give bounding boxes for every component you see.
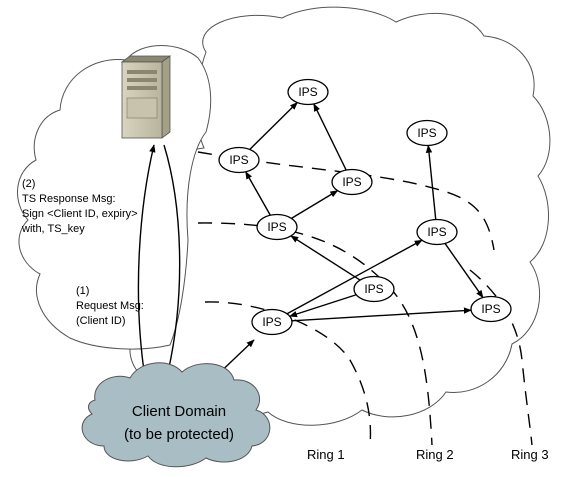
ips-node-shape bbox=[331, 168, 373, 196]
client-domain-title: Client Domain bbox=[131, 403, 227, 420]
ips-node: IPS bbox=[287, 78, 329, 106]
client-domain-cloud bbox=[81, 362, 271, 468]
request-arrow bbox=[137, 144, 156, 379]
request-line-1: (1) bbox=[76, 285, 90, 297]
ips-node-label: IPS bbox=[267, 220, 286, 234]
ips-node: IPS bbox=[251, 308, 293, 336]
client-domain-label: Client Domain (to be protected) bbox=[104, 400, 254, 446]
ring-2-label: Ring 2 bbox=[416, 447, 454, 462]
ips-node: IPS bbox=[256, 213, 298, 241]
ips-edge-n2-n1 bbox=[249, 101, 298, 150]
ips-edge-n4-n2 bbox=[245, 171, 271, 216]
ips-node: IPS bbox=[353, 275, 395, 303]
ips-node-shape bbox=[287, 78, 329, 106]
ips-node-shape bbox=[256, 213, 298, 241]
ips-node-label: IPS bbox=[364, 282, 383, 296]
ring-4-curve bbox=[469, 269, 533, 446]
ips-edge-n4-n3 bbox=[291, 190, 339, 219]
response-line-1: (2) bbox=[22, 178, 36, 190]
ips-edge-n8-n9 bbox=[291, 307, 472, 322]
client-domain-subtitle: (to be protected) bbox=[123, 426, 235, 443]
ips-edge-n6-n9 bbox=[444, 243, 484, 299]
response-line-2: TS Response Msg: bbox=[22, 193, 116, 205]
ips-edge-n8-n6 bbox=[286, 239, 423, 315]
ips-nodes: IPS IPS IPS IPS IPS IPS IPS IPS IPS bbox=[218, 78, 512, 336]
ring-3-curve bbox=[204, 301, 372, 446]
ips-edge-n7-n4 bbox=[290, 235, 361, 281]
ips-edge-n3-n1 bbox=[313, 103, 347, 171]
ips-edge-n7-n8 bbox=[289, 294, 357, 318]
ips-node-shape bbox=[416, 218, 458, 246]
response-arrow bbox=[163, 144, 181, 373]
ips-node-shape bbox=[470, 295, 512, 323]
ips-node: IPS bbox=[406, 119, 448, 147]
ips-node: IPS bbox=[218, 146, 260, 174]
ips-node-shape bbox=[218, 146, 260, 174]
request-line-3: (Client ID) bbox=[76, 315, 126, 327]
ts-response-annotation: (2) TS Response Msg: Sign <Client ID, ex… bbox=[22, 177, 138, 237]
request-line-2: Request Msg: bbox=[76, 300, 144, 312]
ips-node: IPS bbox=[331, 168, 373, 196]
ips-node-shape bbox=[251, 308, 293, 336]
ips-node-label: IPS bbox=[262, 315, 281, 329]
ips-edges bbox=[245, 101, 484, 322]
ips-node-label: IPS bbox=[417, 126, 436, 140]
ips-node-label: IPS bbox=[229, 153, 248, 167]
ips-node-label: IPS bbox=[481, 302, 500, 316]
ips-node: IPS bbox=[470, 295, 512, 323]
ips-node-label: IPS bbox=[342, 175, 361, 189]
ring-1-curve bbox=[197, 151, 495, 251]
response-line-3: Sign <Client ID, expiry> bbox=[22, 208, 138, 220]
ips-node-shape bbox=[353, 275, 395, 303]
time-server-icon bbox=[120, 55, 172, 139]
request-annotation: (1) Request Msg: (Client ID) bbox=[76, 284, 144, 329]
ips-node: IPS bbox=[416, 218, 458, 246]
ring-3-label: Ring 3 bbox=[511, 447, 549, 462]
ips-edge-n6-n5 bbox=[425, 144, 437, 220]
ring-1-label: Ring 1 bbox=[307, 447, 345, 462]
ips-node-label: IPS bbox=[298, 85, 317, 99]
ips-node-shape bbox=[406, 119, 448, 147]
response-line-4: with, TS_key bbox=[22, 223, 85, 235]
ips-node-label: IPS bbox=[427, 225, 446, 239]
